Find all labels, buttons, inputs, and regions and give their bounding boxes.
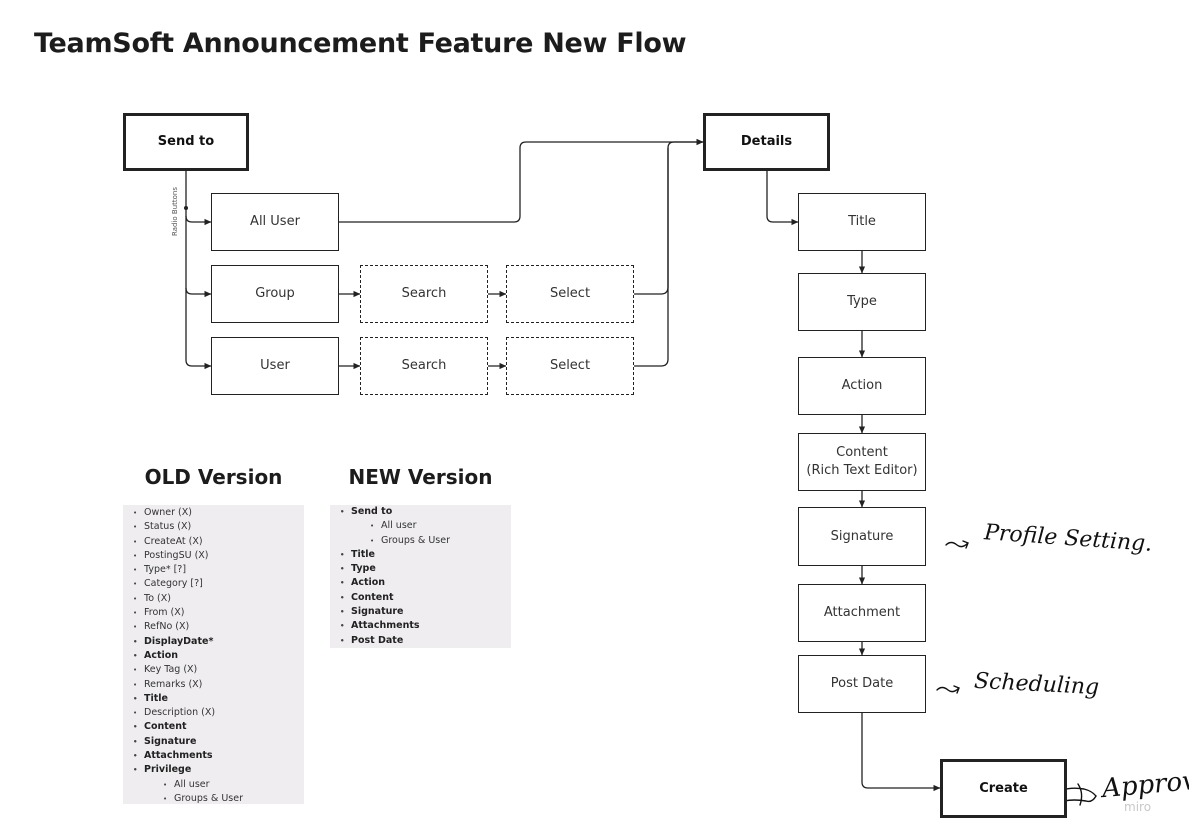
list-item: Groups & User	[330, 534, 511, 549]
list-item: Type	[330, 562, 511, 577]
content-node: Content (Rich Text Editor)	[798, 433, 926, 491]
user-search-node: Search	[360, 337, 488, 395]
attachment-node: Attachment	[798, 584, 926, 642]
connector-sendto-alluser	[185, 170, 212, 226]
list-item: Content	[123, 720, 304, 735]
list-item: RefNo (X)	[123, 620, 304, 635]
page-title: TeamSoft Announcement Feature New Flow	[34, 28, 687, 59]
list-item: Action	[330, 576, 511, 591]
list-item: Key Tag (X)	[123, 663, 304, 678]
radio-buttons-label: Radio Buttons	[171, 187, 179, 236]
all-user-node: All User	[211, 193, 339, 251]
type-node: Type	[798, 273, 926, 331]
list-item: All user	[123, 778, 304, 793]
group-search-node: Search	[360, 265, 488, 323]
list-item: Status (X)	[123, 520, 304, 535]
list-item: Title	[123, 692, 304, 707]
list-item: Groups & User	[123, 792, 304, 807]
content-node-line2: (Rich Text Editor)	[806, 463, 918, 478]
list-item: Signature	[123, 735, 304, 750]
group-select-node: Select	[506, 265, 634, 323]
hand-arrow-create-tail	[1077, 783, 1083, 806]
connector-sendto-group	[185, 216, 212, 298]
user-select-node: Select	[506, 337, 634, 395]
user-node: User	[211, 337, 339, 395]
list-item: From (X)	[123, 606, 304, 621]
old-version-panel: Owner (X)Status (X)CreateAt (X)PostingSU…	[123, 505, 304, 807]
create-node: Create	[940, 759, 1067, 818]
list-item: Attachments	[123, 749, 304, 764]
list-item: Content	[330, 591, 511, 606]
list-item: PostingSU (X)	[123, 549, 304, 564]
group-node: Group	[211, 265, 339, 323]
list-item: Action	[123, 649, 304, 664]
signature-node: Signature	[798, 507, 926, 566]
list-item: Privilege	[123, 763, 304, 778]
connector-alluser-details	[339, 138, 704, 223]
old-version-list: Owner (X)Status (X)CreateAt (X)PostingSU…	[123, 506, 304, 807]
send-to-node: Send to	[123, 113, 249, 171]
miro-watermark: miro	[1124, 800, 1152, 814]
connector-details-title	[766, 170, 799, 226]
hand-arrow-postdate	[936, 685, 960, 694]
list-item: Description (X)	[123, 706, 304, 721]
details-node: Details	[703, 113, 830, 171]
list-item: Post Date	[330, 634, 511, 649]
list-item: Category [?]	[123, 577, 304, 592]
post-date-node: Post Date	[798, 655, 926, 713]
list-item: DisplayDate*	[123, 635, 304, 650]
hand-arrow-signature	[945, 540, 969, 549]
new-version-heading: NEW Version	[348, 465, 493, 489]
connector-sendto-user	[185, 288, 212, 370]
list-item: Signature	[330, 605, 511, 620]
hand-arrow-create-top	[1061, 787, 1097, 797]
list-item: CreateAt (X)	[123, 535, 304, 550]
list-item: Send to	[330, 505, 511, 520]
list-item: All user	[330, 519, 511, 534]
list-item: To (X)	[123, 592, 304, 607]
old-version-heading: OLD Version	[144, 465, 283, 489]
connector-user-select-details	[634, 148, 669, 367]
list-item: Attachments	[330, 619, 511, 634]
content-node-line1: Content	[836, 445, 888, 460]
connector-postdate-create	[861, 713, 941, 792]
hand-arrow-create-bottom	[1063, 795, 1097, 803]
title-node: Title	[798, 193, 926, 251]
action-node: Action	[798, 357, 926, 415]
list-item: Type* [?]	[123, 563, 304, 578]
list-item: Title	[330, 548, 511, 563]
handwritten-arrows	[936, 540, 1097, 806]
list-item: Owner (X)	[123, 506, 304, 521]
list-item: Remarks (X)	[123, 678, 304, 693]
radio-junction-dot	[184, 206, 188, 210]
